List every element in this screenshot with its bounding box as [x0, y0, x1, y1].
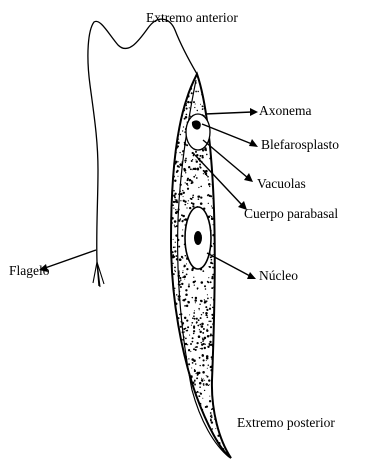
label-cuerpo-parabasal: Cuerpo parabasal — [244, 207, 338, 221]
nucleolus — [194, 231, 202, 245]
label-axonema: Axonema — [259, 104, 311, 118]
vacuole-region — [186, 114, 210, 150]
pointer-lines — [45, 112, 252, 276]
label-extremo-posterior: Extremo posterior — [237, 416, 335, 430]
label-vacuolas: Vacuolas — [257, 177, 306, 191]
label-flagelo: Flagelo — [9, 264, 50, 278]
label-blefaroplasto: Blefarosplasto — [261, 138, 339, 152]
label-nucleo: Núcleo — [259, 269, 298, 283]
label-extremo-anterior: Extremo anterior — [146, 11, 238, 25]
